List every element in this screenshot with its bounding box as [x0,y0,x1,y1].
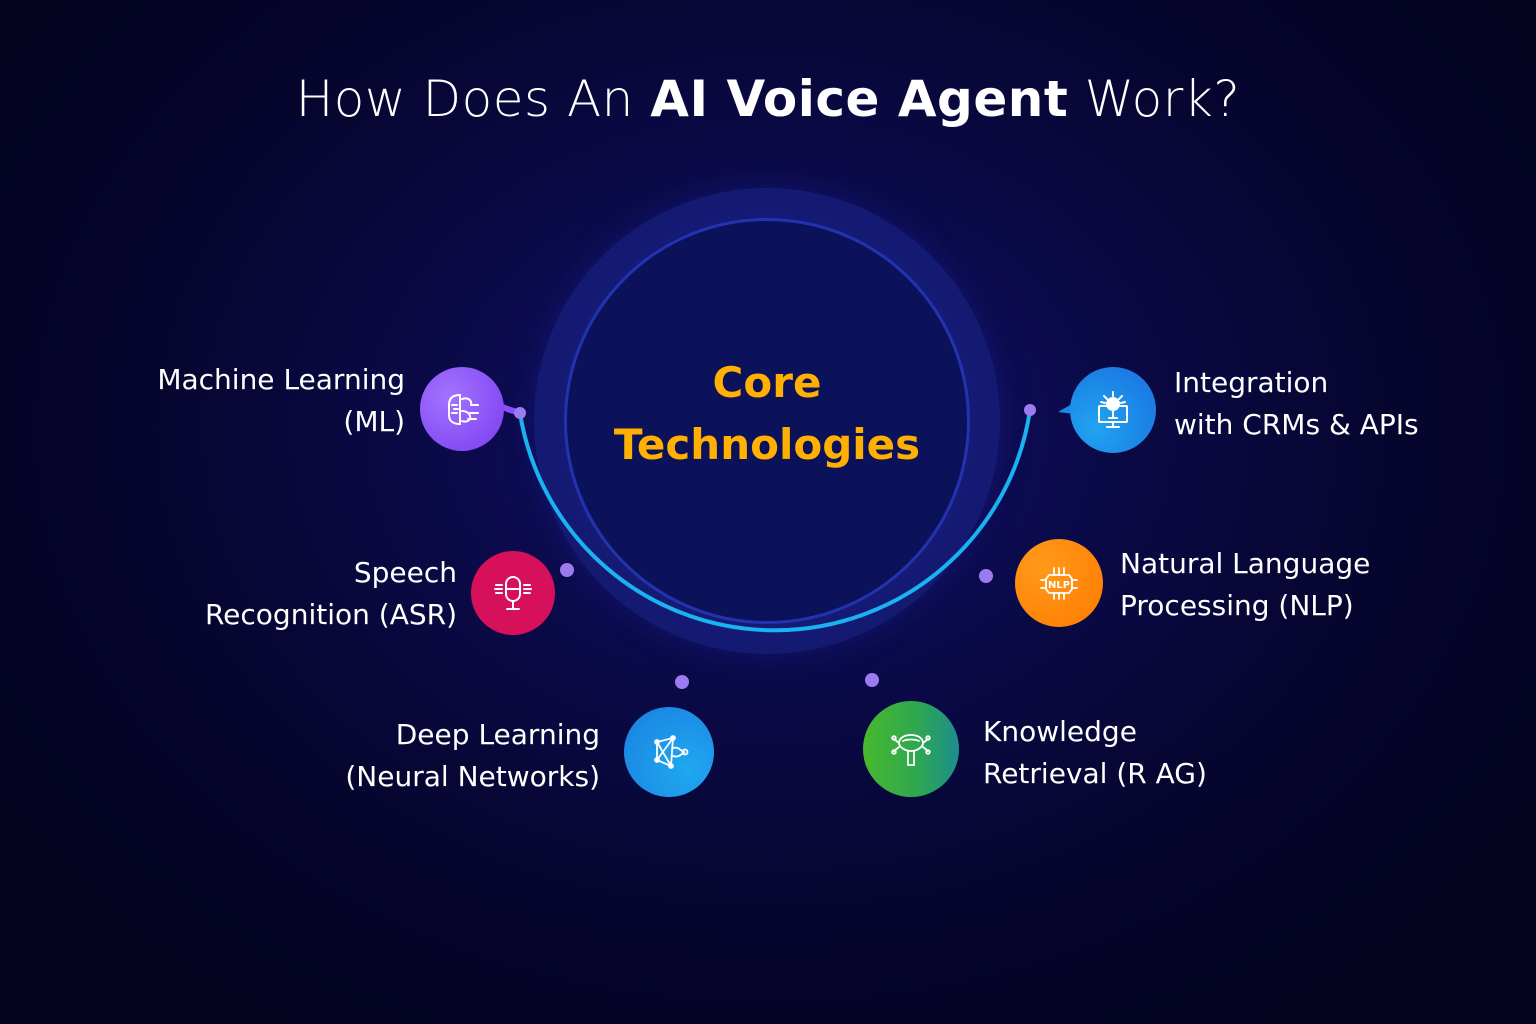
nlp-chip-icon: NLP [1040,567,1078,600]
brain-circuit-icon [448,393,479,426]
tech-label-asr: Speech Recognition (ASR) [205,552,457,636]
dot-asr [560,563,574,577]
tech-label-integration-line2: with CRMs & APIs [1174,408,1419,441]
tech-label-rag-line1: Knowledge [983,715,1137,748]
tech-label-asr-line1: Speech [353,556,457,589]
tech-label-dl-line2: (Neural Networks) [345,760,600,793]
tech-label-nlp-line2: Processing (NLP) [1120,589,1354,622]
title-suffix: Work? [1068,70,1241,128]
neural-network-icon [654,735,689,769]
tech-node-nlp: NLP [1015,539,1103,627]
tech-label-rag-line2: Retrieval (R AG) [983,757,1207,790]
dot-rag [865,673,879,687]
tech-label-ml: Machine Learning (ML) [157,359,405,443]
microphone-icon [494,576,532,610]
knowledge-retrieval-icon [891,734,931,766]
tech-label-dl-line1: Deep Learning [395,718,600,751]
tech-node-rag [863,701,959,797]
dot-ml [514,407,526,419]
core-label-line1: Core [712,358,822,407]
core-circle-inner [564,218,970,624]
svg-text:NLP: NLP [1048,580,1070,591]
tech-label-integration: Integration with CRMs & APIs [1174,362,1419,446]
tech-label-ml-line1: Machine Learning [157,363,405,396]
dot-dl [675,675,689,689]
tech-label-ml-line2: (ML) [343,405,405,438]
core-label: Core Technologies [564,352,970,476]
tech-node-dl [624,707,714,797]
arc-path [518,409,1032,633]
tech-label-rag: Knowledge Retrieval (R AG) [983,711,1207,795]
core-label-line2: Technologies [613,420,921,469]
tech-label-nlp: Natural Language Processing (NLP) [1120,543,1370,627]
tech-node-asr [471,551,555,635]
tech-label-dl: Deep Learning (Neural Networks) [345,714,600,798]
tech-node-ml [420,367,504,451]
tech-label-asr-line2: Recognition (ASR) [204,598,457,631]
title-highlight: AI Voice Agent [650,70,1069,128]
dot-integration [1024,404,1036,416]
tech-node-integration [1070,367,1156,453]
title-prefix: How Does An [295,70,651,128]
dot-nlp [979,569,993,583]
tech-label-integration-line1: Integration [1174,366,1329,399]
page-title: How Does An AI Voice Agent Work? [0,70,1536,128]
monitor-integration-icon [1098,391,1128,428]
tech-label-nlp-line1: Natural Language [1120,547,1371,580]
